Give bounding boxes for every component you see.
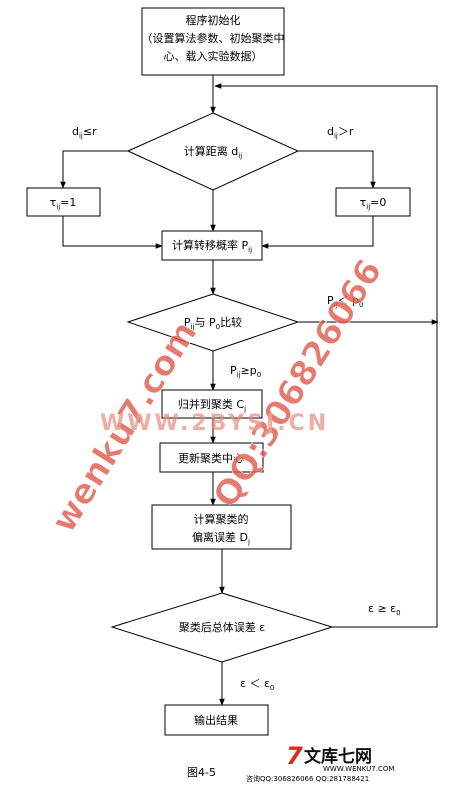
total-error-diamond xyxy=(110,592,334,663)
nodes xyxy=(26,7,411,736)
compare-diamond xyxy=(126,293,300,352)
edge-labels: dij≤r dij＞r Pij＜ p0 Pij≥p0 ε ≥ ε0 ε ＜ ε0 xyxy=(72,125,401,692)
node-labels: 程序初始化 （设置算法参数、初始聚类中 心、载入实验数据） 计算距离 dij τ… xyxy=(50,13,387,727)
logo-text: 文库七网 xyxy=(304,746,372,767)
compare-label: Pij与 P0比较 xyxy=(184,315,242,331)
merge-box xyxy=(161,389,263,419)
edge-label-pij-ge-p0: Pij≥p0 xyxy=(230,364,261,379)
deviation-label-line1: 计算聚类的 xyxy=(194,512,249,526)
init-box xyxy=(141,7,285,76)
tau-right-box xyxy=(335,187,411,217)
output-label: 输出结果 xyxy=(194,713,238,727)
init-label-line2: （设置算法参数、初始聚类中 xyxy=(142,31,285,45)
deviation-label-line2: 偏离误差 Dj xyxy=(192,530,250,546)
edge-distance-to-tau-right xyxy=(298,150,376,189)
distance-label: 计算距离 dij xyxy=(184,144,242,160)
init-label-line1: 程序初始化 xyxy=(186,13,241,27)
tau-left-box xyxy=(26,187,101,217)
edge-label-eps-lt-eps0: ε ＜ ε0 xyxy=(240,677,274,692)
edge-label-dij-le-r: dij≤r xyxy=(72,125,97,140)
tau-right-label: τij=0 xyxy=(360,196,387,211)
edge-tau-left-to-prob xyxy=(62,216,163,249)
edge-distance-to-tau-left xyxy=(60,150,128,189)
logo-glyph: 7 xyxy=(286,742,303,770)
transition-prob-box xyxy=(161,230,263,261)
edge-label-eps-ge-eps0: ε ≥ ε0 xyxy=(368,602,401,617)
watermark-site: WWW.2BYSJ.CN xyxy=(100,411,329,436)
edge-error-loop-back xyxy=(214,83,438,628)
merge-label: 归并到聚类 Cj xyxy=(178,397,246,413)
edge-label-dij-gt-r: dij＞r xyxy=(327,125,354,140)
logo-url: WWW.WENKU7.COM xyxy=(323,765,394,773)
site-logo: 7 文库七网 WWW.WENKU7.COM 咨询QQ:306826066 QQ:… xyxy=(246,742,394,783)
distance-diamond xyxy=(126,112,300,191)
logo-qq: 咨询QQ:306826066 QQ:281788421 xyxy=(246,774,369,783)
update-center-label: 更新聚类中心 xyxy=(178,451,244,465)
init-label-line3: 心、载入实验数据） xyxy=(164,49,263,63)
transition-prob-label: 计算转移概率 Pij xyxy=(172,238,252,254)
update-center-box xyxy=(159,442,264,473)
tau-left-label: τij=1 xyxy=(50,196,77,211)
edge-tau-right-to-prob xyxy=(261,216,374,249)
edges xyxy=(60,75,439,706)
edge-label-pij-lt-p0: Pij＜ p0 xyxy=(327,294,363,309)
deviation-box xyxy=(151,504,292,550)
figure-caption: 图4-5 xyxy=(187,766,216,779)
total-error-label: 聚类后总体误差 ε xyxy=(179,620,265,634)
watermark-qq: QQ:306826066 xyxy=(206,252,391,514)
output-box xyxy=(164,704,269,736)
